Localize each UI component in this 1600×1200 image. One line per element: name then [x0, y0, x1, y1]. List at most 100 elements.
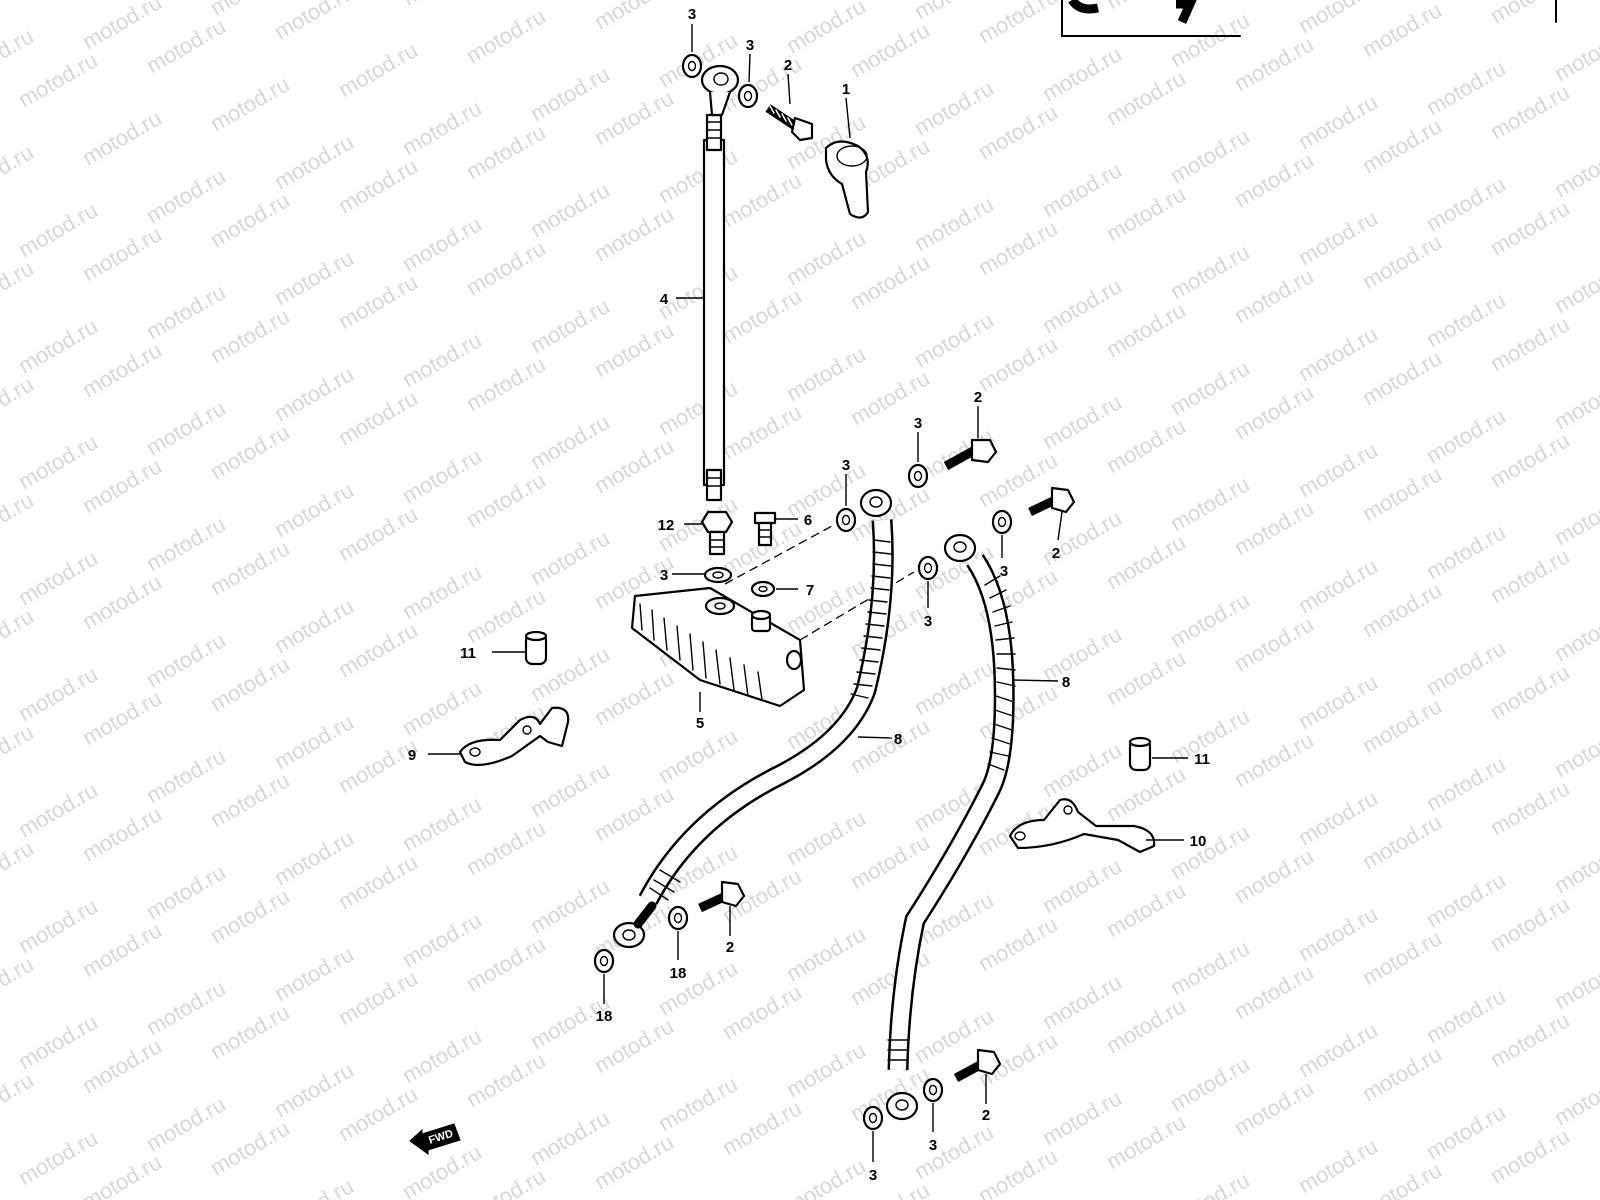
watermark-text: motod.ru [1358, 461, 1446, 526]
watermark-text: motod.ru [782, 921, 870, 986]
watermark-text: motod.ru [1038, 41, 1126, 106]
watermark-text: motod.ru [1294, 89, 1382, 154]
watermark-text: motod.ru [398, 95, 486, 160]
watermark-text: motod.ru [206, 303, 294, 368]
watermark-text: motod.ru [142, 627, 230, 692]
watermark-text: motod.ru [1038, 389, 1126, 454]
watermark-text: motod.ru [1294, 0, 1382, 38]
watermark-text: motod.ru [14, 545, 102, 610]
watermark-text: motod.ru [14, 429, 102, 494]
watermark-text: motod.ru [14, 313, 102, 378]
watermark-text: motod.ru [270, 129, 358, 194]
callout-18: 18 [670, 965, 687, 982]
watermark-text: motod.ru [270, 593, 358, 658]
watermark-text: motod.ru [462, 1163, 550, 1200]
watermark-text: motod.ru [782, 225, 870, 290]
watermark-text: motod.ru [398, 211, 486, 276]
callout-labels: 3 3 2 1 4 12 6 3 7 3 3 2 3 2 3 8 8 5 11 … [408, 6, 1210, 1184]
watermark-text: motod.ru [654, 1071, 742, 1136]
watermark-text: motod.ru [974, 215, 1062, 280]
callout-8: 8 [1062, 674, 1070, 691]
callout-3: 3 [929, 1137, 937, 1154]
callout-9: 9 [408, 747, 416, 764]
watermark-text: motod.ru [590, 0, 678, 34]
watermark-text: motod.ru [1422, 55, 1510, 120]
watermark-text: motod.ru [1166, 587, 1254, 652]
brake-hose-upper [700, 64, 740, 502]
watermark-text: motod.ru [654, 723, 742, 788]
watermark-text: motod.ru [1102, 1109, 1190, 1174]
mount-bolt [753, 511, 777, 547]
watermark-text: motod.ru [718, 399, 806, 464]
watermark-text: motod.ru [270, 1173, 358, 1200]
callout-3: 3 [746, 37, 754, 54]
watermark-text: motod.ru [142, 511, 230, 576]
watermark-text: motod.ru [398, 327, 486, 392]
watermark-text: motod.ru [206, 767, 294, 832]
watermark-text: motod.ru [1422, 983, 1510, 1048]
watermark-text: motod.ru [1294, 321, 1382, 386]
watermark-text: motod.ru [974, 0, 1062, 48]
watermark-text: motod.ru [654, 143, 742, 208]
watermark-text: motod.ru [398, 675, 486, 740]
watermark-text: motod.ru [974, 331, 1062, 396]
watermark-text: motod.ru [1550, 949, 1600, 1014]
callout-10: 10 [1190, 833, 1207, 850]
watermark-text: motod.ru [782, 0, 870, 58]
watermark-text: motod.ru [142, 975, 230, 1040]
watermark-text: motod.ru [910, 307, 998, 372]
watermark-text: motod.ru [1486, 195, 1574, 260]
washer-top-right [737, 83, 759, 109]
callout-2: 2 [982, 1107, 990, 1124]
watermark-text: motod.ru [910, 1119, 998, 1184]
watermark-text: motod.ru [1486, 311, 1574, 376]
watermark-text: motod.ru [1102, 413, 1190, 478]
watermark-text: motod.ru [1550, 253, 1600, 318]
watermark-text: motod.ru [1358, 809, 1446, 874]
watermark-text: motod.ru [974, 99, 1062, 164]
watermark-text: motod.ru [718, 167, 806, 232]
watermark-text: motod.ru [526, 409, 614, 474]
washer-joint-left [835, 507, 857, 533]
callout-2: 2 [1052, 545, 1060, 562]
watermark-text: motod.ru [590, 201, 678, 266]
watermark-text: motod.ru [334, 269, 422, 334]
watermark-text: motod.ru [78, 1033, 166, 1098]
callout-8: 8 [894, 731, 902, 748]
watermark-text: motod.ru [974, 911, 1062, 976]
watermark-text: motod.ru [1486, 1123, 1574, 1188]
watermark-text: motod.ru [462, 931, 550, 996]
watermark-text: motod.ru [1038, 737, 1126, 802]
watermark-text: motod.ru [654, 955, 742, 1020]
watermark-text: motod.ru [78, 801, 166, 866]
watermark-text: motod.ru [0, 371, 38, 436]
watermark-text: motod.ru [1230, 495, 1318, 560]
watermark-text: motod.ru [1550, 21, 1600, 86]
watermark-text: motod.ru [1294, 205, 1382, 270]
watermark-text: motod.ru [974, 1143, 1062, 1200]
watermark-text: motod.ru [846, 17, 934, 82]
washer-union [703, 566, 733, 584]
watermark-text: motod.ru [398, 791, 486, 856]
watermark-text: motod.ru [526, 61, 614, 126]
watermark-text: motod.ru [398, 1023, 486, 1088]
watermark-text: motod.ru [1166, 935, 1254, 1000]
watermark-text: motod.ru [462, 1047, 550, 1112]
watermark-text: motod.ru [14, 893, 102, 958]
watermark-text: motod.ru [462, 815, 550, 880]
watermark-text: motod.ru [910, 75, 998, 140]
watermark-text: motod.ru [1294, 437, 1382, 502]
washer-top-left [681, 53, 703, 79]
watermark-text: motod.ru [1102, 529, 1190, 594]
watermark-text: motod.ru [0, 1067, 38, 1132]
callout-3: 3 [1000, 563, 1008, 580]
watermark-text: motod.ru [1166, 239, 1254, 304]
watermark-text: motod.ru [1422, 403, 1510, 468]
watermark-text: motod.ru [1230, 147, 1318, 212]
watermark-text: motod.ru [846, 829, 934, 894]
watermark-text: motod.ru [1486, 1007, 1574, 1072]
watermark-text: motod.ru [1422, 519, 1510, 584]
watermark-text: motod.ru [718, 283, 806, 348]
watermark-text: motod.ru [78, 569, 166, 634]
watermark-text: motod.ru [1230, 31, 1318, 96]
